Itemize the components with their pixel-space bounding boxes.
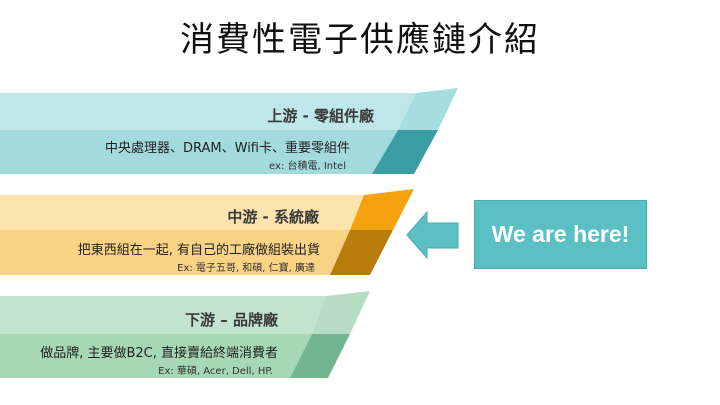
slide-title: 消費性電子供應鏈介紹 — [180, 20, 540, 60]
upstream-band-top — [0, 93, 416, 130]
midstream-tab-bottom — [330, 230, 393, 275]
upstream-tab-bottom — [372, 130, 438, 174]
upstream-heading: 上游 - 零組件廠 — [267, 107, 374, 125]
midstream-tab-top — [350, 189, 414, 230]
upstream-band-bottom — [0, 130, 398, 174]
upstream-example: ex: 台積電, Intel — [269, 161, 346, 172]
downstream-description: 做品牌, 主要做B2C, 直接賣給終端消費者 — [40, 346, 278, 361]
left-arrow-icon — [406, 210, 459, 260]
midstream-description: 把東西組在一起, 有自己的工廠做組裝出貨 — [77, 243, 320, 258]
upstream-description: 中央處理器、DRAM、Wifi卡、重要零組件 — [105, 141, 350, 156]
downstream-heading: 下游 – 品牌廠 — [185, 311, 278, 329]
downstream-tab-top — [312, 291, 370, 334]
downstream-band-top — [0, 296, 326, 334]
midstream-band-top — [0, 195, 364, 230]
midstream-band-bottom — [0, 230, 350, 275]
midstream-example: Ex: 電子五哥, 和碩, 仁寶, 廣達 — [177, 263, 315, 274]
downstream-band-bottom — [0, 334, 312, 378]
downstream-tab-bottom — [290, 334, 350, 378]
we-are-here-callout: We are here! — [474, 200, 647, 269]
midstream-heading: 中游 - 系統廠 — [227, 208, 319, 226]
downstream-example: Ex: 華碩, Acer, Dell, HP. — [158, 366, 273, 377]
upstream-tab-top — [398, 88, 458, 130]
